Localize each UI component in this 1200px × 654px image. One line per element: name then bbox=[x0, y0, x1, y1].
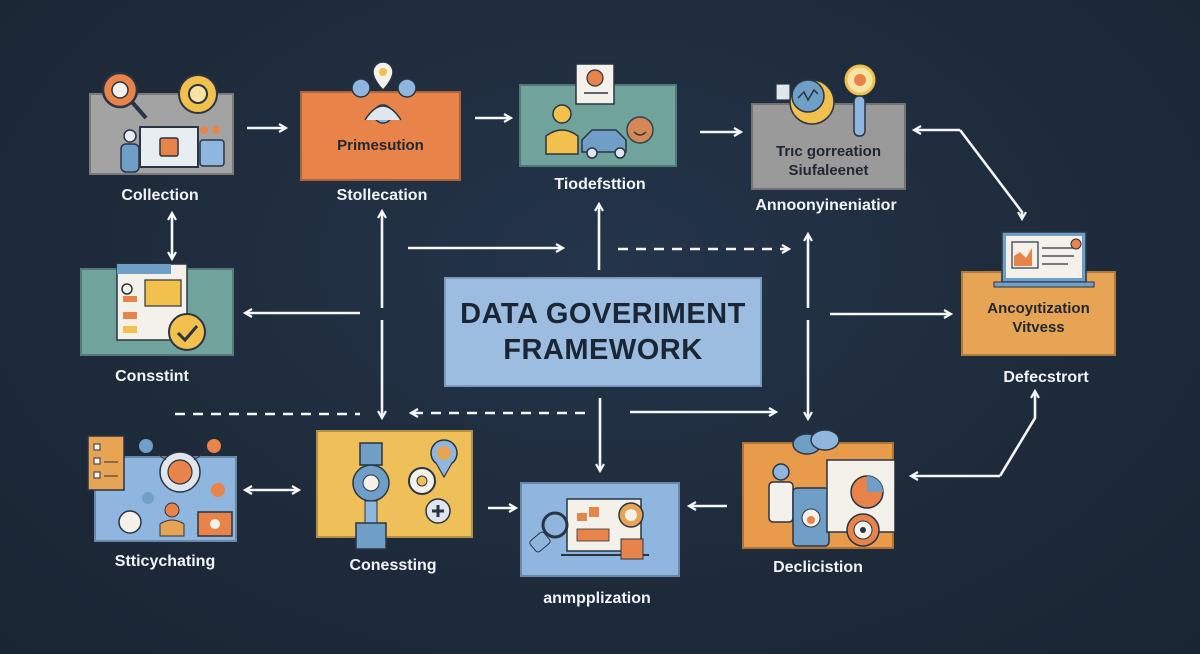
framework-title-line2: FRAMEWORK bbox=[503, 334, 703, 366]
defecstrort-tile[interactable]: Ancoyıtization Vitvess bbox=[961, 271, 1116, 356]
anmpplization-tile[interactable] bbox=[520, 482, 680, 577]
tile-title-line2: Siufaleenet bbox=[788, 161, 869, 179]
node-label: Annoonyineniatior bbox=[755, 197, 897, 214]
node-label: anmpplization bbox=[543, 590, 651, 607]
node-label: Defecstrort bbox=[1003, 369, 1089, 386]
node-label: Tiodefsttion bbox=[554, 176, 646, 193]
constint-tile[interactable] bbox=[80, 268, 234, 356]
tile-title-line1: Trıc gorreation bbox=[775, 142, 882, 160]
node-label: Consstint bbox=[115, 368, 189, 385]
declicistion-tile[interactable] bbox=[742, 442, 894, 549]
node-label: Stollecation bbox=[336, 187, 428, 204]
annoonyineniatior-tile[interactable]: Trıc gorreation Siufaleenet bbox=[751, 103, 906, 190]
node-label: Declicistion bbox=[773, 559, 863, 576]
stticychating-tile[interactable] bbox=[94, 456, 237, 542]
framework-title-line1: DATA GOVERIMENT bbox=[460, 297, 746, 330]
framework-title-box: DATA GOVERIMENT FRAMEWORK bbox=[444, 277, 762, 387]
tiodefsttion-tile[interactable] bbox=[519, 84, 677, 167]
node-label: Conessting bbox=[349, 557, 437, 574]
node-label: Collection bbox=[121, 187, 199, 204]
collection-tile[interactable] bbox=[89, 93, 234, 175]
node-label: Stticychating bbox=[114, 553, 216, 570]
tile-title-line1: Ancoyıtization bbox=[987, 299, 1090, 317]
stollecation-tile[interactable]: Primesution bbox=[300, 91, 461, 181]
conessting-tile[interactable] bbox=[316, 430, 473, 538]
tile-title-line2: Vitvess bbox=[1012, 318, 1065, 336]
tile-title: Primesution bbox=[337, 136, 424, 154]
